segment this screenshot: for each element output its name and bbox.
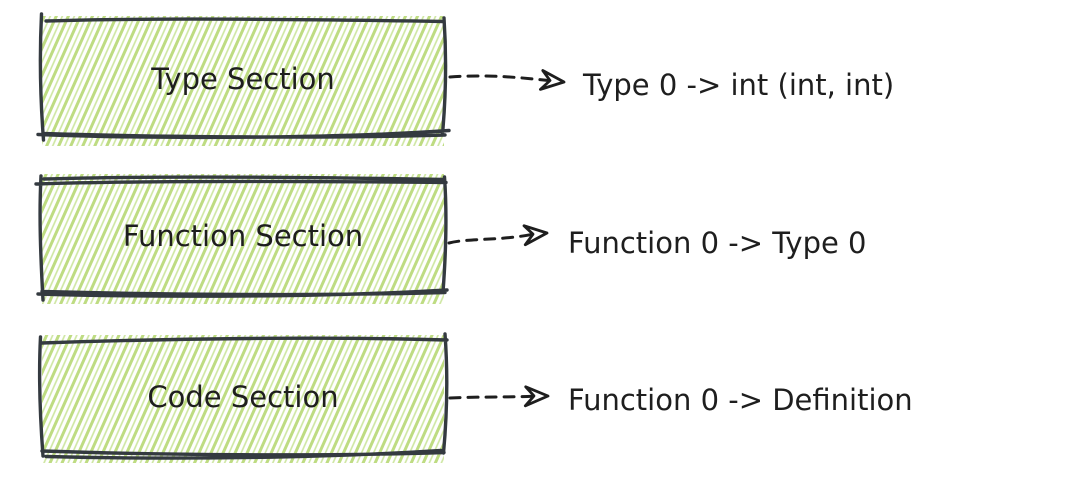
function-section-arrow-line [447, 232, 536, 245]
code-section-box-fill [42, 335, 444, 463]
row-type-section: Type Section Type 0 -> int (int, int) [36, 12, 894, 146]
function-section-arrowhead-icon [522, 224, 549, 247]
type-section-arrowhead-icon [539, 69, 566, 91]
code-section-label: Code Section [147, 380, 338, 414]
type-section-box-border [36, 12, 451, 142]
code-section-annotation: Function 0 -> Definition [568, 383, 913, 417]
function-section-annotation: Function 0 -> Type 0 [568, 226, 867, 260]
type-section-annotation: Type 0 -> int (int, int) [582, 68, 894, 102]
code-section-arrow-line [448, 394, 538, 400]
code-section-arrowhead-icon [523, 385, 550, 408]
function-section-box-border [34, 174, 449, 302]
function-section-label: Function Section [123, 219, 363, 253]
type-section-box-fill [42, 16, 444, 146]
type-section-arrow-line [448, 74, 555, 83]
function-section-box-fill [42, 174, 444, 304]
type-section-label: Type Section [150, 62, 335, 96]
code-section-box-border [37, 332, 449, 460]
row-code-section: Code Section Function 0 -> Definition [37, 332, 913, 463]
row-function-section: Function Section Function 0 -> Type 0 [34, 174, 867, 304]
